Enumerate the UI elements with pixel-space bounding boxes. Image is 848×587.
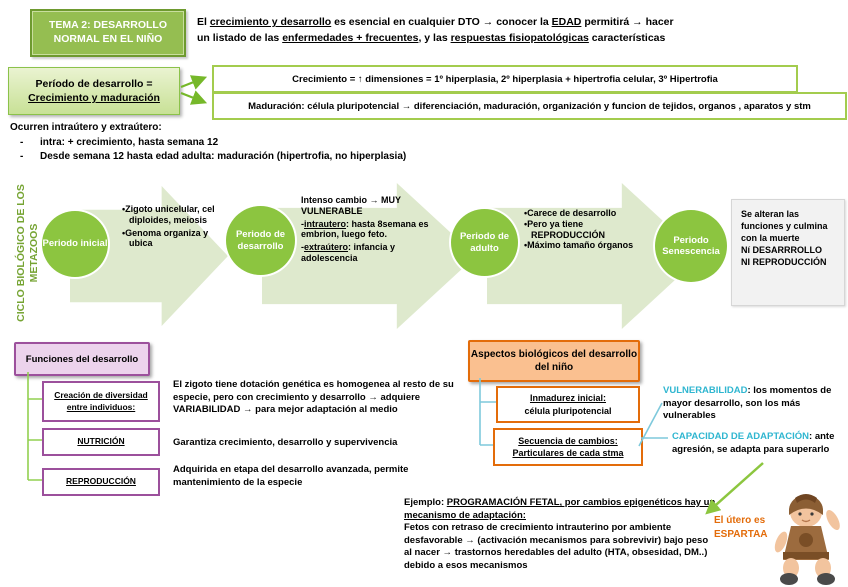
sparta-caption: El útero es ESPARTAA bbox=[714, 514, 786, 542]
function-box-reproduccion: REPRODUCCIÓN bbox=[42, 468, 160, 496]
vulnerability-note: VULNERABILIDAD: los momentos de mayor de… bbox=[663, 385, 847, 423]
maturation-definition: Maduración: célula pluripotencial → dife… bbox=[248, 100, 811, 112]
occurrence-title: Ocurren intraútero y extraútero: bbox=[10, 122, 162, 133]
stage-label: Periodo Senescencia bbox=[662, 234, 720, 257]
function-label: NUTRICIÓN bbox=[77, 436, 125, 447]
branch-arrow-icon bbox=[180, 90, 208, 105]
arrow3-bullet: Máximo tamaño órganos bbox=[524, 240, 658, 251]
intro-underlined: crecimiento y desarrollo bbox=[209, 16, 332, 28]
end-box-line: Se alteran las funciones y culmina con l… bbox=[741, 209, 828, 243]
functions-header-box: Funciones del desarrollo bbox=[14, 342, 150, 376]
example-heading: Ejemplo: PROGRAMACIÓN FETAL, por cambios… bbox=[404, 497, 716, 521]
occurrence-item: intra: + crecimiento, hasta semana 12 bbox=[40, 136, 219, 148]
arrow3-bullet: Carece de desarrollo bbox=[524, 208, 658, 219]
aspect-line: Inmadurez inicial: bbox=[529, 393, 607, 404]
stage-circle-senescencia: Periodo Senescencia bbox=[655, 210, 727, 282]
arrow2-line: -intrautero: hasta 8semana es embrion, l… bbox=[301, 218, 429, 240]
intro-text: características bbox=[588, 31, 666, 44]
arrow1-notes: Zigoto unicelular, cel diploides, meiosi… bbox=[122, 204, 216, 249]
aspect-line: Secuencia de cambios: bbox=[518, 435, 618, 446]
intro-paragraph: El crecimiento y desarrollo es esencial … bbox=[197, 15, 847, 47]
slide-title: TEMA 2: DESARROLLO NORMAL EN EL NIÑO bbox=[48, 19, 168, 45]
stage-circle-inicial: Periodo inicial bbox=[42, 211, 108, 277]
sparta-line: ESPARTAA bbox=[714, 529, 768, 540]
spartan-baby-image bbox=[769, 486, 848, 587]
aspects-header-box: Aspectos biológicos del desarrollo del n… bbox=[468, 340, 640, 382]
period-line1: Período de desarrollo = bbox=[35, 77, 153, 90]
intro-underlined: EDAD bbox=[551, 16, 582, 28]
aspect-line: Particulares de cada stma bbox=[512, 448, 624, 458]
arrow2-notes: Intenso cambio → MUY VULNERABLE -intraut… bbox=[301, 195, 443, 264]
adaptation-label: CAPACIDAD DE ADAPTACIÓN bbox=[672, 431, 810, 442]
function-box-diversidad: Creación de diversidad entre individuos: bbox=[42, 381, 160, 422]
growth-definition: Crecimiento = ↑ dimensiones = 1º hiperpl… bbox=[292, 73, 718, 85]
functions-tree-connector bbox=[27, 372, 42, 481]
maturation-definition-box: Maduración: célula pluripotencial → dife… bbox=[212, 92, 847, 120]
function-label: REPRODUCCIÓN bbox=[66, 476, 136, 487]
stage-label: Periodo de adulto bbox=[459, 231, 510, 254]
stage-circle-adulto: Periodo de adulto bbox=[451, 209, 518, 276]
aspect-box-secuencia: Secuencia de cambios: Particulares de ca… bbox=[493, 428, 643, 466]
aspect-box-inmadurez: Inmadurez inicial: célula pluripotencial bbox=[496, 386, 640, 423]
intro-underlined: respuestas fisiopatológicas bbox=[450, 31, 589, 44]
vulnerability-text: : los momentos de mayor desarrollo, son … bbox=[663, 385, 832, 422]
aspects-header: Aspectos biológicos del desarrollo del n… bbox=[470, 349, 638, 373]
stage-label: Periodo inicial bbox=[42, 238, 108, 250]
aspect-line: célula pluripotencial bbox=[524, 405, 612, 416]
intro-text: es esencial en cualquier DTO → conocer l… bbox=[331, 16, 552, 28]
function-description: El zigoto tiene dotación genética es hom… bbox=[173, 379, 454, 416]
function-box-nutricion: NUTRICIÓN bbox=[42, 428, 160, 456]
function-label: Creación de diversidad entre individuos: bbox=[54, 390, 148, 412]
intro-text: El bbox=[197, 16, 210, 28]
intro-underlined: enfermedades + frecuentes bbox=[282, 31, 419, 44]
example-body: Fetos con retraso de crecimiento intraut… bbox=[404, 522, 709, 571]
function-description: Adquirida en etapa del desarrollo avanza… bbox=[173, 464, 409, 488]
arrow3-bullet: Pero ya tiene REPRODUCCIÓN bbox=[524, 219, 658, 241]
senescence-end-box: Se alteran las funciones y culmina con l… bbox=[731, 199, 845, 306]
intro-text: un listado de las bbox=[197, 31, 283, 44]
arrow2-line: Intenso cambio → MUY VULNERABLE bbox=[301, 195, 401, 216]
intro-text: , y las bbox=[418, 31, 451, 44]
period-line2: Crecimiento y maduración bbox=[28, 92, 160, 104]
arrow2-line: -extraútero: infancia y adolescencia bbox=[301, 242, 396, 263]
vulnerability-label: VULNERABILIDAD bbox=[663, 385, 748, 396]
arrow1-bullet: Genoma organiza y ubica bbox=[122, 228, 216, 250]
occurrence-item: Desde semana 12 hasta edad adulta: madur… bbox=[40, 151, 407, 162]
function-description: Garantiza crecimiento, desarrollo y supe… bbox=[173, 437, 398, 448]
stage-label: Periodo de desarrollo bbox=[235, 229, 286, 252]
intro-text: permitirá → hacer bbox=[581, 16, 674, 28]
adaptation-text: : ante agresión, se adapta para superarl… bbox=[672, 431, 835, 455]
stage-circle-desarrollo: Periodo de desarrollo bbox=[226, 206, 295, 275]
end-box-line: NI REPRODUCCIÓN bbox=[741, 256, 827, 267]
branch-arrow-icon bbox=[180, 75, 208, 90]
growth-definition-box: Crecimiento = ↑ dimensiones = 1º hiperpl… bbox=[212, 65, 798, 93]
example-paragraph: Ejemplo: PROGRAMACIÓN FETAL, por cambios… bbox=[404, 497, 718, 572]
adaptation-note: CAPACIDAD DE ADAPTACIÓN: ante agresión, … bbox=[672, 431, 848, 456]
arrow1-bullet: Zigoto unicelular, cel diploides, meiosi… bbox=[122, 204, 216, 226]
occurrence-list: Ocurren intraútero y extraútero: intra: … bbox=[10, 121, 406, 165]
end-box-line: Ní DESARRROLLO bbox=[741, 244, 822, 255]
slide-title-box: TEMA 2: DESARROLLO NORMAL EN EL NIÑO bbox=[30, 9, 186, 57]
spartan-baby-illustration bbox=[774, 494, 840, 585]
arrow3-notes: Carece de desarrollo Pero ya tiene REPRO… bbox=[524, 208, 658, 251]
sparta-line: El útero es bbox=[714, 515, 766, 526]
period-definition-box: Período de desarrollo = Crecimiento y ma… bbox=[8, 67, 180, 115]
functions-header: Funciones del desarrollo bbox=[25, 353, 139, 365]
